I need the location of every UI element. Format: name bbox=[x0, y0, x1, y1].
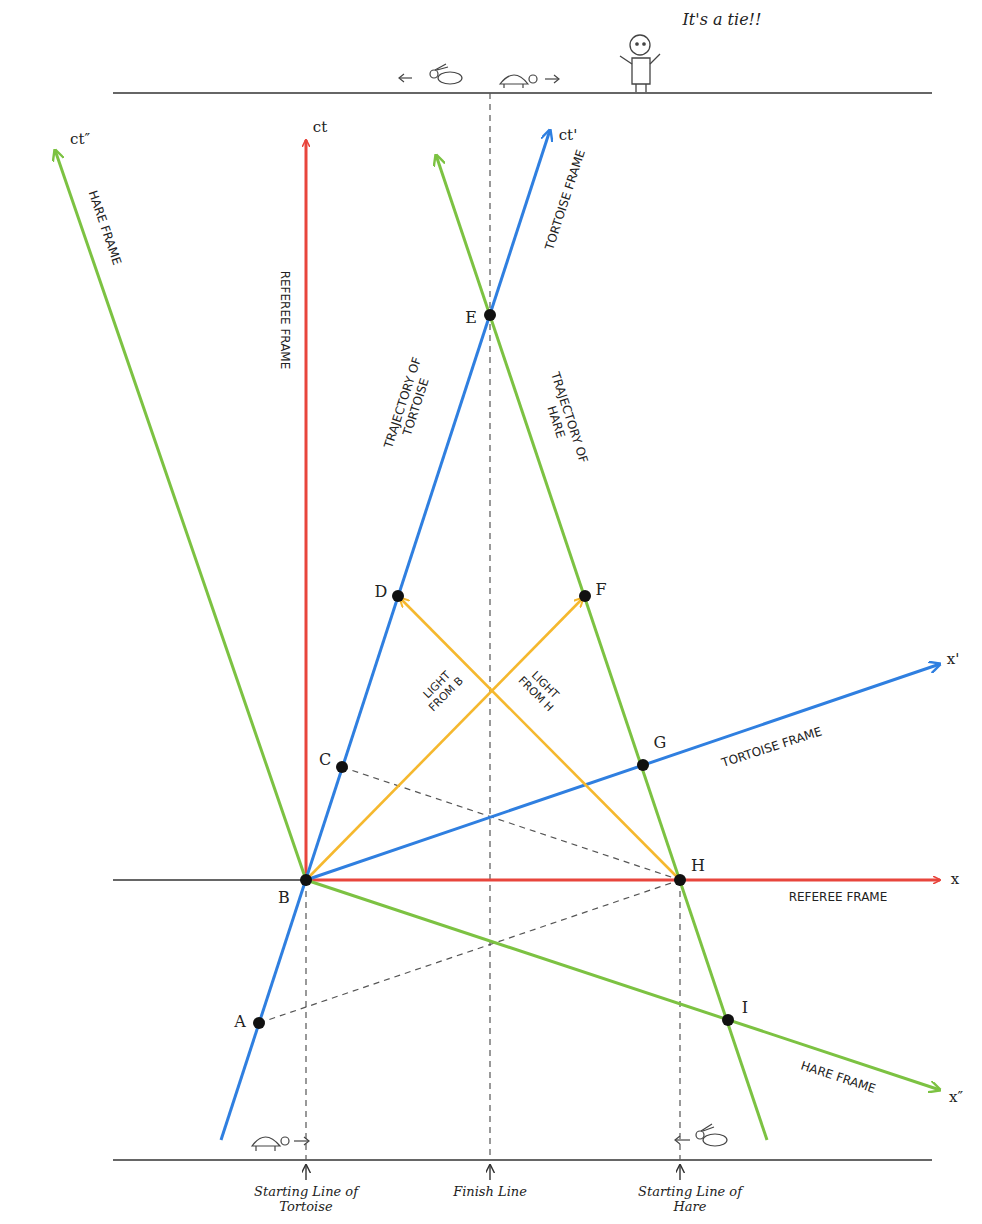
line-caption: Starting Line of Hare bbox=[634, 1185, 746, 1215]
light-label: LIGHT FROM B bbox=[415, 663, 468, 716]
tortoise-icon bbox=[500, 75, 559, 88]
event-dot bbox=[392, 590, 404, 602]
hare-trajectory bbox=[436, 155, 767, 1140]
event-label: A bbox=[233, 1013, 247, 1031]
trajectory-label: TRAJECTORY OF HARE bbox=[533, 367, 591, 473]
event-dot bbox=[336, 761, 348, 773]
x2-axis bbox=[306, 880, 940, 1090]
axis-name: ct″ bbox=[69, 131, 91, 148]
event-label: H bbox=[690, 857, 706, 875]
axis-name: x' bbox=[946, 651, 961, 668]
ct-axis bbox=[305, 140, 308, 880]
event-label: E bbox=[464, 309, 478, 327]
simultaneity-line bbox=[259, 880, 680, 1023]
event-label: G bbox=[653, 734, 668, 752]
finish-line bbox=[489, 93, 490, 1160]
tortoise-start-line bbox=[305, 880, 306, 1160]
x-axis bbox=[306, 879, 940, 882]
event-dot bbox=[579, 590, 591, 602]
event-label: I bbox=[741, 999, 749, 1017]
trajectory-label: TRAJECTORY OF TORTOISE bbox=[380, 347, 441, 462]
pointer-arrow bbox=[305, 1165, 306, 1180]
light-ray bbox=[400, 598, 680, 880]
referee-figure bbox=[620, 35, 660, 92]
frame-label: REFEREE FRAME bbox=[277, 270, 291, 371]
frame-label: REFEREE FRAME bbox=[788, 891, 889, 905]
event-dot bbox=[637, 759, 649, 771]
event-label: F bbox=[594, 581, 607, 599]
origin-line bbox=[113, 879, 306, 880]
frame-label: TORTOISE FRAME bbox=[719, 725, 825, 771]
ct2-axis bbox=[55, 150, 306, 880]
axis-name: x bbox=[950, 871, 960, 888]
axis-name: x″ bbox=[948, 1089, 964, 1106]
event-dot bbox=[674, 874, 686, 886]
event-dot bbox=[253, 1017, 265, 1029]
event-label: C bbox=[318, 751, 332, 769]
hare-start-line bbox=[679, 880, 680, 1160]
pointer-arrow bbox=[489, 1165, 490, 1180]
tortoise-trajectory bbox=[221, 130, 550, 1140]
pointer-arrow bbox=[679, 1165, 680, 1180]
axis-name: ct bbox=[312, 119, 328, 136]
event-label: D bbox=[374, 583, 389, 601]
simultaneity-line bbox=[342, 767, 680, 880]
event-label: B bbox=[277, 889, 291, 907]
frame-label: TORTOISE FRAME bbox=[543, 147, 589, 253]
line-caption: Starting Line of Tortoise bbox=[250, 1185, 362, 1215]
tortoise-icon bbox=[252, 1137, 309, 1151]
event-dot bbox=[722, 1014, 734, 1026]
speech-text: It's a tie!! bbox=[682, 11, 763, 29]
line-caption: Finish Line bbox=[452, 1185, 528, 1200]
hare-icon bbox=[399, 64, 462, 84]
axis-name: ct' bbox=[558, 127, 579, 144]
hare-icon bbox=[675, 1124, 727, 1146]
x1-axis bbox=[306, 664, 940, 880]
bottom-line bbox=[113, 1159, 932, 1160]
top-line bbox=[113, 92, 932, 93]
event-dot bbox=[484, 309, 496, 321]
light-label: LIGHT FROM H bbox=[513, 663, 566, 716]
event-dot bbox=[300, 874, 312, 886]
